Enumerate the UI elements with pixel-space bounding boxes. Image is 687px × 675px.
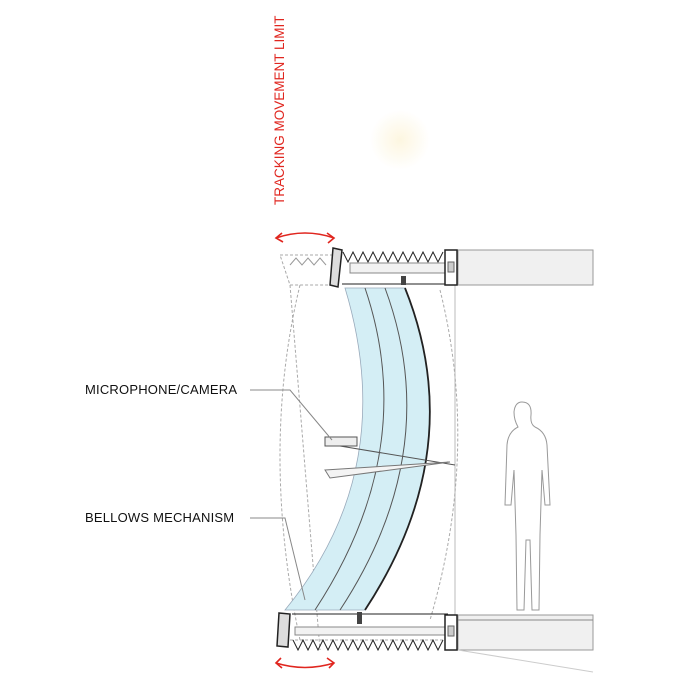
- microphone-leader: [250, 389, 333, 441]
- light-glow: [370, 110, 430, 170]
- person-silhouette: [504, 401, 551, 611]
- microphone-camera-label: MICROPHONE/CAMERA: [85, 382, 238, 397]
- top-bellows: [289, 247, 458, 288]
- lower-slab: [457, 614, 594, 651]
- device-arm: [339, 445, 456, 466]
- glass-ribs: [314, 287, 408, 611]
- shelf: [324, 461, 451, 479]
- glass-edge: [364, 287, 431, 611]
- tracking-movement-label: TRACKING MOVEMENT LIMIT: [272, 15, 287, 205]
- bellows-mechanism-label: BELLOWS MECHANISM: [85, 510, 235, 525]
- tracking-arrow-bottom: [274, 657, 336, 669]
- tracking-arrow-top: [274, 232, 336, 244]
- ground-line: [457, 649, 594, 673]
- bellows-leader: [250, 517, 306, 601]
- microphone-camera-device: [324, 436, 358, 447]
- bottom-bellows: [276, 612, 458, 652]
- upper-slab: [457, 249, 594, 286]
